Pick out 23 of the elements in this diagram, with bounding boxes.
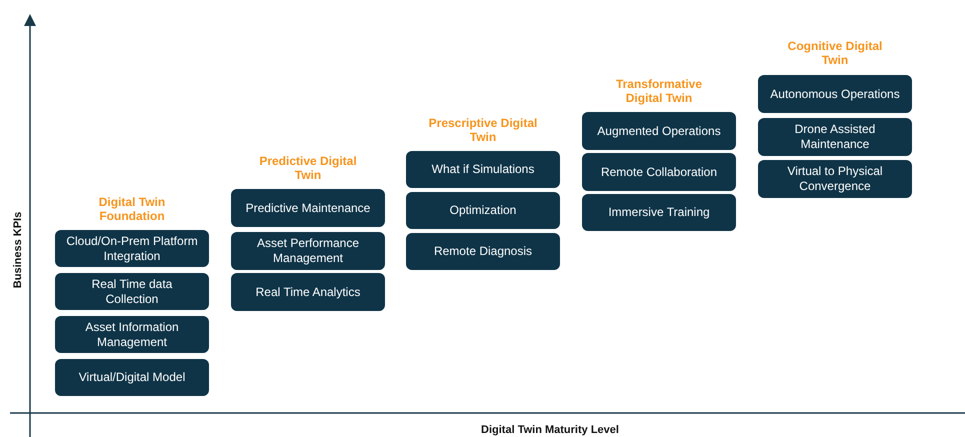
capability-box: Cloud/On-Prem Platform Integration [55,230,209,267]
axis-title: Business KPIs [12,212,24,288]
axis-title: Digital Twin Maturity Level [481,424,619,436]
capability-box: Autonomous Operations [758,75,912,113]
capability-box: Virtual/Digital Model [55,359,209,396]
stage-heading: Prescriptive Digital Twin [428,116,538,144]
capability-box: What if Simulations [406,151,560,188]
capability-box: Augmented Operations [582,112,736,150]
capability-box: Drone Assisted Maintenance [758,118,912,156]
capability-box: Asset Information Management [55,316,209,353]
stage-heading: Cognitive Digital Twin [786,39,884,67]
capability-box: Immersive Training [582,194,736,231]
stage-heading: Digital Twin Foundation [98,195,166,223]
capability-box: Real Time Analytics [231,273,385,311]
capability-box: Real Time data Collection [55,273,209,310]
capability-box: Remote Collaboration [582,153,736,191]
capability-box: Asset Performance Management [231,232,385,270]
stage-heading: Transformative Digital Twin [614,77,704,105]
capability-box: Remote Diagnosis [406,233,560,270]
capability-box: Predictive Maintenance [231,189,385,227]
stage-heading: Predictive Digital Twin [258,154,358,182]
capability-box: Optimization [406,192,560,229]
capability-box: Virtual to Physical Convergence [758,160,912,198]
